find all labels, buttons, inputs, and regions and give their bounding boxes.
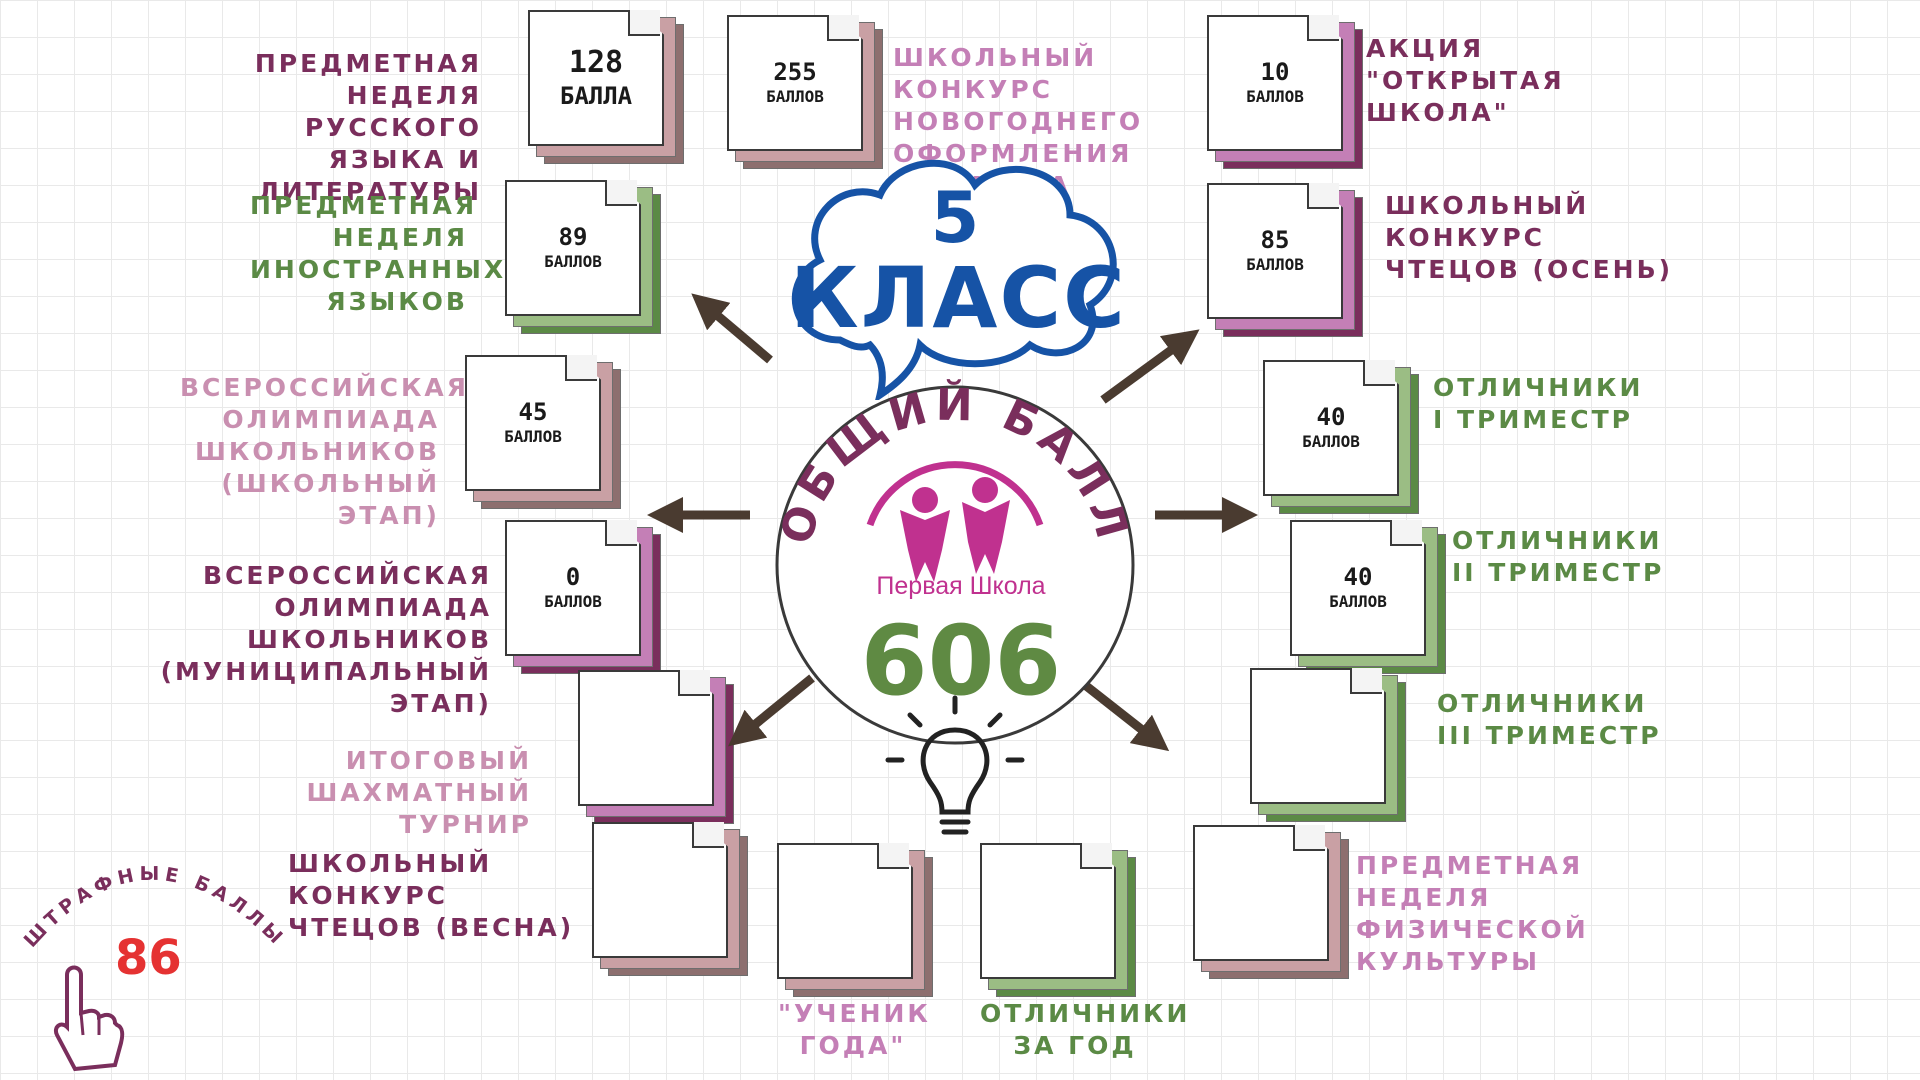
total-circle: ОБЩИЙ БАЛЛ [771, 378, 1135, 745]
label-olymp-school: ВСЕРОССИЙСКАЯ ОЛИМПИАДА ШКОЛЬНИКОВ (ШКОЛ… [180, 373, 469, 530]
note-excellent-3 [1250, 668, 1406, 822]
arrow-lower-right [1082, 681, 1170, 752]
label-excellent-2: ОТЛИЧНИКИ II ТРИМЕСТР [1452, 526, 1665, 587]
note-student-of-year [777, 843, 933, 997]
class-number: 5 [930, 177, 980, 259]
arrow-upper-right [1100, 329, 1200, 404]
penalty-score: 86 [115, 930, 182, 986]
label-excellent-1: ОТЛИЧНИКИ I ТРИМЕСТР [1433, 373, 1644, 434]
pointing-hand-icon [54, 965, 125, 1072]
penalty-arc-text: ШТРАФНЫЕ БАЛЛЫ [20, 863, 285, 950]
cloud-icon [791, 159, 1117, 400]
label-chess: ИТОГОВЫЙ ШАХМАТНЫЙ ТУРНИР [306, 746, 532, 839]
class-word: КЛАСС [790, 249, 1127, 347]
note-readers-spring [592, 822, 748, 976]
label-excellent-year: ОТЛИЧНИКИ ЗА ГОД [980, 999, 1191, 1060]
label-olymp-municipal: ВСЕРОССИЙСКАЯ ОЛИМПИАДА ШКОЛЬНИКОВ (МУНИ… [160, 561, 492, 718]
label-pe-week: ПРЕДМЕТНАЯ НЕДЕЛЯ ФИЗИЧЕСКОЙ КУЛЬТУРЫ [1356, 851, 1589, 976]
label-open-school: АКЦИЯ "ОТКРЫТАЯ ШКОЛА" [1366, 34, 1565, 127]
class-title: 5 КЛАСС [790, 177, 1127, 347]
label-student-of-year: "УЧЕНИК ГОДА" [778, 999, 931, 1060]
label-excellent-3: ОТЛИЧНИКИ III ТРИМЕСТР [1437, 689, 1662, 750]
lightbulb-icon [885, 695, 1025, 835]
arrow-upper-left [691, 293, 773, 364]
label-russian-week: ПРЕДМЕТНАЯ НЕДЕЛЯ РУССКОГО ЯЗЫКА И ЛИТЕР… [254, 49, 482, 206]
label-foreign-week: ПРЕДМЕТНАЯ НЕДЕЛЯ ИНОСТРАННЫХ ЯЗЫКОВ [250, 191, 507, 316]
logo-icon [866, 461, 1044, 582]
total-score: 606 [860, 605, 1062, 717]
label-readers-spring: ШКОЛЬНЫЙ КОНКУРС ЧТЕЦОВ (ВЕСНА) [288, 849, 575, 942]
note-excellent-year [980, 843, 1136, 997]
note-pe-week [1193, 825, 1349, 979]
label-readers-autumn: ШКОЛЬНЫЙ КОНКУРС ЧТЕЦОВ (ОСЕНЬ) [1385, 191, 1674, 284]
arrow-lower-left [728, 674, 815, 747]
note-chess [578, 670, 734, 824]
school-logo-text: Первая Школа [876, 572, 1046, 600]
